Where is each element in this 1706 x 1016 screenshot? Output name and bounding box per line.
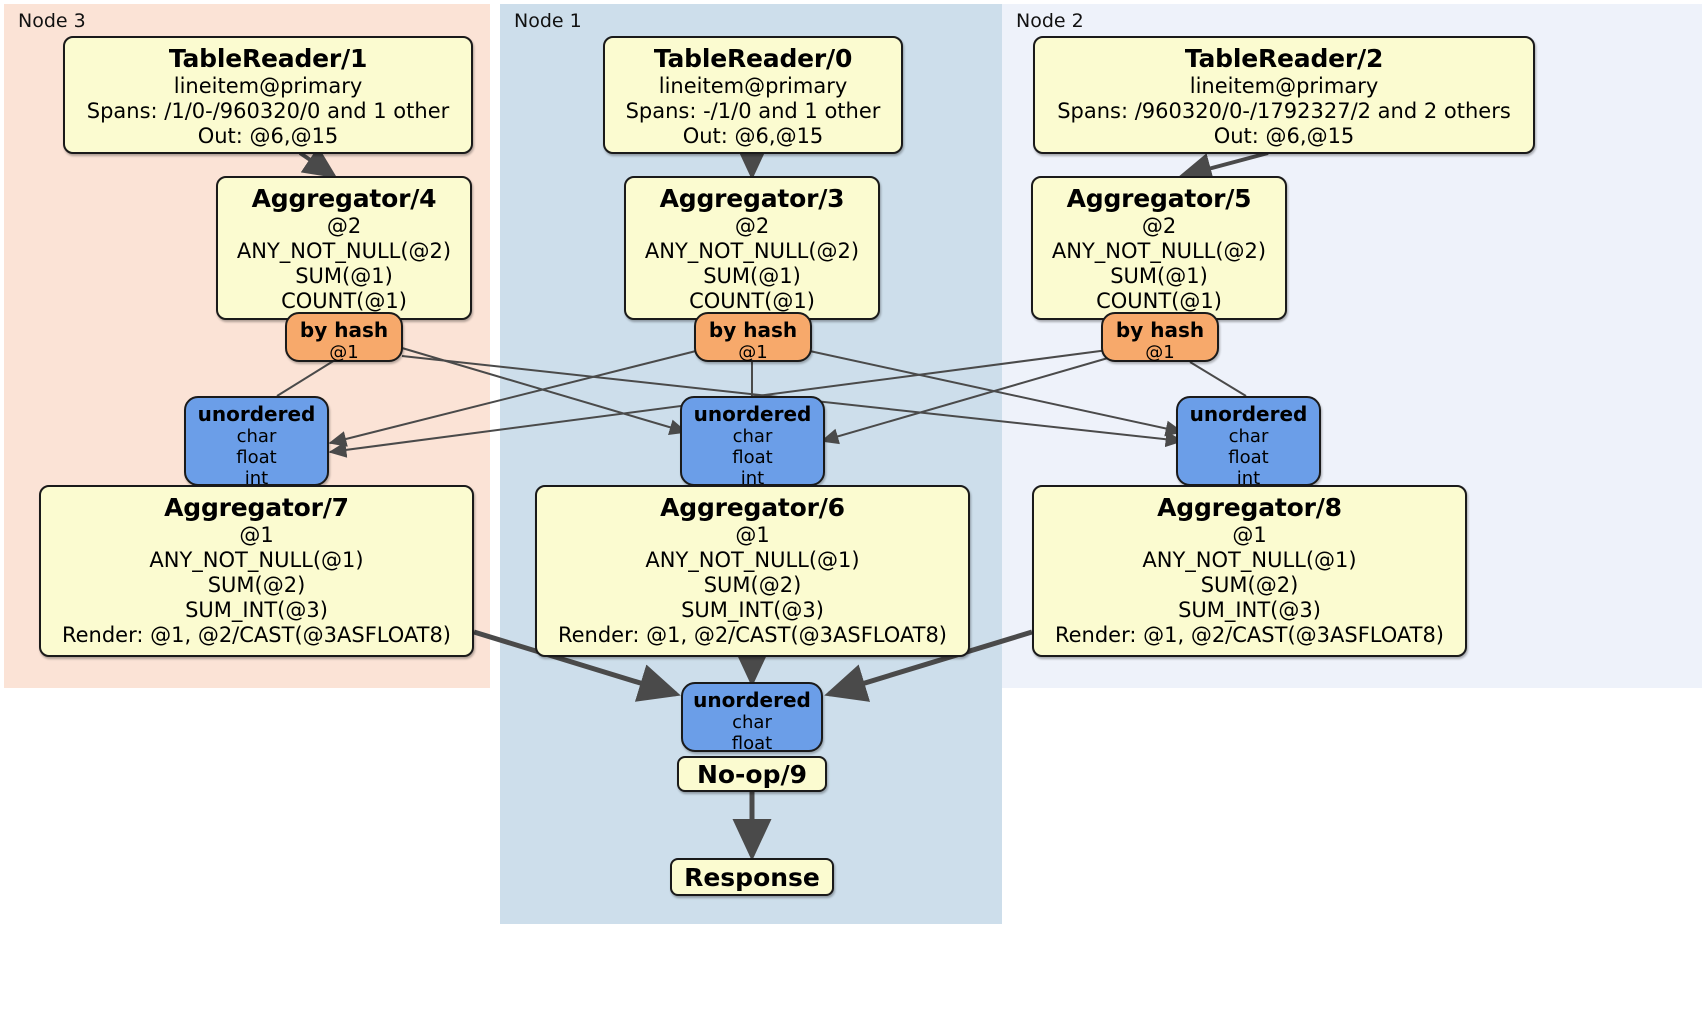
aggregator-6-group: @1	[735, 523, 770, 547]
table-reader-2-out: Out: @6,@15	[1213, 124, 1355, 148]
node-panel-label-node3: Node 3	[18, 10, 86, 32]
hash-router-node2-column: @1	[1145, 342, 1175, 363]
aggregator-7-title: Aggregator/7	[164, 493, 349, 522]
hash-router-node2-title: by hash	[1115, 318, 1205, 342]
unordered-receiver-node2-type-0: char	[1228, 426, 1269, 447]
aggregator-6-agg-2: SUM_INT(@3)	[681, 598, 824, 622]
aggregator-5-title: Aggregator/5	[1066, 184, 1252, 213]
table-reader-1-title: TableReader/1	[168, 44, 368, 73]
hash-router-node3-column: @1	[329, 342, 359, 363]
unordered-receiver-final-type-1: float	[731, 733, 773, 754]
aggregator-4-agg-2: COUNT(@1)	[281, 289, 407, 313]
hash-router-node3-title: by hash	[299, 318, 389, 342]
table-reader-2-table: lineitem@primary	[1189, 74, 1379, 98]
aggregator-5-group: @2	[1141, 214, 1177, 238]
unordered-receiver-node3[interactable]: unordered char float int	[184, 396, 329, 489]
aggregator-4-agg-1: SUM(@1)	[295, 264, 393, 288]
aggregator-3-agg-0: ANY_NOT_NULL(@2)	[644, 239, 860, 263]
aggregator-8-agg-2: SUM_INT(@3)	[1178, 598, 1321, 622]
table-reader-0-out: Out: @6,@15	[682, 124, 824, 148]
aggregator-3[interactable]: Aggregator/3 @2 ANY_NOT_NULL(@2) SUM(@1)…	[624, 176, 880, 320]
node-panel-label-node2: Node 2	[1016, 10, 1084, 32]
no-op-9[interactable]: No-op/9	[677, 756, 827, 792]
unordered-receiver-node1[interactable]: unordered char float int	[680, 396, 825, 489]
unordered-receiver-final-title: unordered	[693, 688, 811, 712]
unordered-receiver-node3-title: unordered	[197, 402, 316, 426]
table-reader-1[interactable]: TableReader/1 lineitem@primary Spans: /1…	[63, 36, 473, 154]
aggregator-5-agg-2: COUNT(@1)	[1096, 289, 1222, 313]
unordered-receiver-node1-type-2: int	[740, 468, 765, 489]
unordered-receiver-node3-type-1: float	[236, 447, 277, 468]
aggregator-7-agg-0: ANY_NOT_NULL(@1)	[149, 548, 364, 572]
aggregator-6-agg-0: ANY_NOT_NULL(@1)	[645, 548, 860, 572]
aggregator-7-render: Render: @1, @2/CAST(@3ASFLOAT8)	[61, 623, 452, 647]
aggregator-5-agg-1: SUM(@1)	[1110, 264, 1208, 288]
aggregator-4-agg-0: ANY_NOT_NULL(@2)	[236, 239, 452, 263]
table-reader-0[interactable]: TableReader/0 lineitem@primary Spans: -/…	[603, 36, 903, 154]
table-reader-2-spans: Spans: /960320/0-/1792327/2 and 2 others	[1057, 99, 1511, 123]
table-reader-0-spans: Spans: -/1/0 and 1 other	[625, 99, 881, 123]
aggregator-4[interactable]: Aggregator/4 @2 ANY_NOT_NULL(@2) SUM(@1)…	[216, 176, 472, 320]
aggregator-5-agg-0: ANY_NOT_NULL(@2)	[1051, 239, 1267, 263]
response-box[interactable]: Response	[670, 858, 834, 896]
aggregator-5[interactable]: Aggregator/5 @2 ANY_NOT_NULL(@2) SUM(@1)…	[1031, 176, 1287, 320]
aggregator-4-group: @2	[326, 214, 362, 238]
aggregator-3-agg-2: COUNT(@1)	[689, 289, 815, 313]
aggregator-6-agg-1: SUM(@2)	[703, 573, 802, 597]
unordered-receiver-node1-title: unordered	[693, 402, 812, 426]
aggregator-3-group: @2	[734, 214, 770, 238]
hash-router-node2[interactable]: by hash @1	[1101, 312, 1219, 363]
unordered-receiver-node2[interactable]: unordered char float int	[1176, 396, 1321, 489]
response-title: Response	[684, 862, 820, 892]
node-panel-label-node1: Node 1	[514, 10, 582, 32]
hash-router-node1[interactable]: by hash @1	[694, 312, 812, 363]
aggregator-8-agg-0: ANY_NOT_NULL(@1)	[1142, 548, 1357, 572]
table-reader-0-table: lineitem@primary	[658, 74, 848, 98]
unordered-receiver-node2-type-2: int	[1236, 468, 1261, 489]
aggregator-8-agg-1: SUM(@2)	[1200, 573, 1299, 597]
unordered-receiver-final-type-0: char	[732, 712, 772, 733]
unordered-receiver-node2-title: unordered	[1189, 402, 1308, 426]
hash-router-node1-title: by hash	[708, 318, 798, 342]
aggregator-4-title: Aggregator/4	[251, 184, 437, 213]
table-reader-1-spans: Spans: /1/0-/960320/0 and 1 other	[86, 99, 450, 123]
table-reader-2-title: TableReader/2	[1184, 44, 1384, 73]
hash-router-node1-column: @1	[738, 342, 768, 363]
aggregator-8-title: Aggregator/8	[1157, 493, 1342, 522]
unordered-receiver-node3-type-2: int	[244, 468, 269, 489]
aggregator-7-agg-2: SUM_INT(@3)	[185, 598, 328, 622]
aggregator-7-agg-1: SUM(@2)	[207, 573, 306, 597]
unordered-receiver-node1-type-0: char	[732, 426, 773, 447]
table-reader-2[interactable]: TableReader/2 lineitem@primary Spans: /9…	[1033, 36, 1535, 154]
aggregator-8-render: Render: @1, @2/CAST(@3ASFLOAT8)	[1054, 623, 1445, 647]
unordered-receiver-node2-type-1: float	[1228, 447, 1269, 468]
aggregator-6[interactable]: Aggregator/6 @1 ANY_NOT_NULL(@1) SUM(@2)…	[535, 485, 970, 657]
unordered-receiver-node3-type-0: char	[236, 426, 277, 447]
table-reader-1-out: Out: @6,@15	[197, 124, 339, 148]
table-reader-0-title: TableReader/0	[653, 44, 853, 73]
unordered-receiver-final[interactable]: unordered char float	[681, 682, 823, 754]
aggregator-6-title: Aggregator/6	[660, 493, 845, 522]
aggregator-3-agg-1: SUM(@1)	[703, 264, 801, 288]
aggregator-3-title: Aggregator/3	[659, 184, 845, 213]
table-reader-1-table: lineitem@primary	[173, 74, 363, 98]
aggregator-6-render: Render: @1, @2/CAST(@3ASFLOAT8)	[557, 623, 948, 647]
unordered-receiver-node1-type-1: float	[732, 447, 773, 468]
aggregator-7[interactable]: Aggregator/7 @1 ANY_NOT_NULL(@1) SUM(@2)…	[39, 485, 474, 657]
aggregator-8[interactable]: Aggregator/8 @1 ANY_NOT_NULL(@1) SUM(@2)…	[1032, 485, 1467, 657]
hash-router-node3[interactable]: by hash @1	[285, 312, 403, 363]
aggregator-8-group: @1	[1232, 523, 1267, 547]
no-op-9-title: No-op/9	[696, 759, 808, 789]
aggregator-7-group: @1	[239, 523, 274, 547]
